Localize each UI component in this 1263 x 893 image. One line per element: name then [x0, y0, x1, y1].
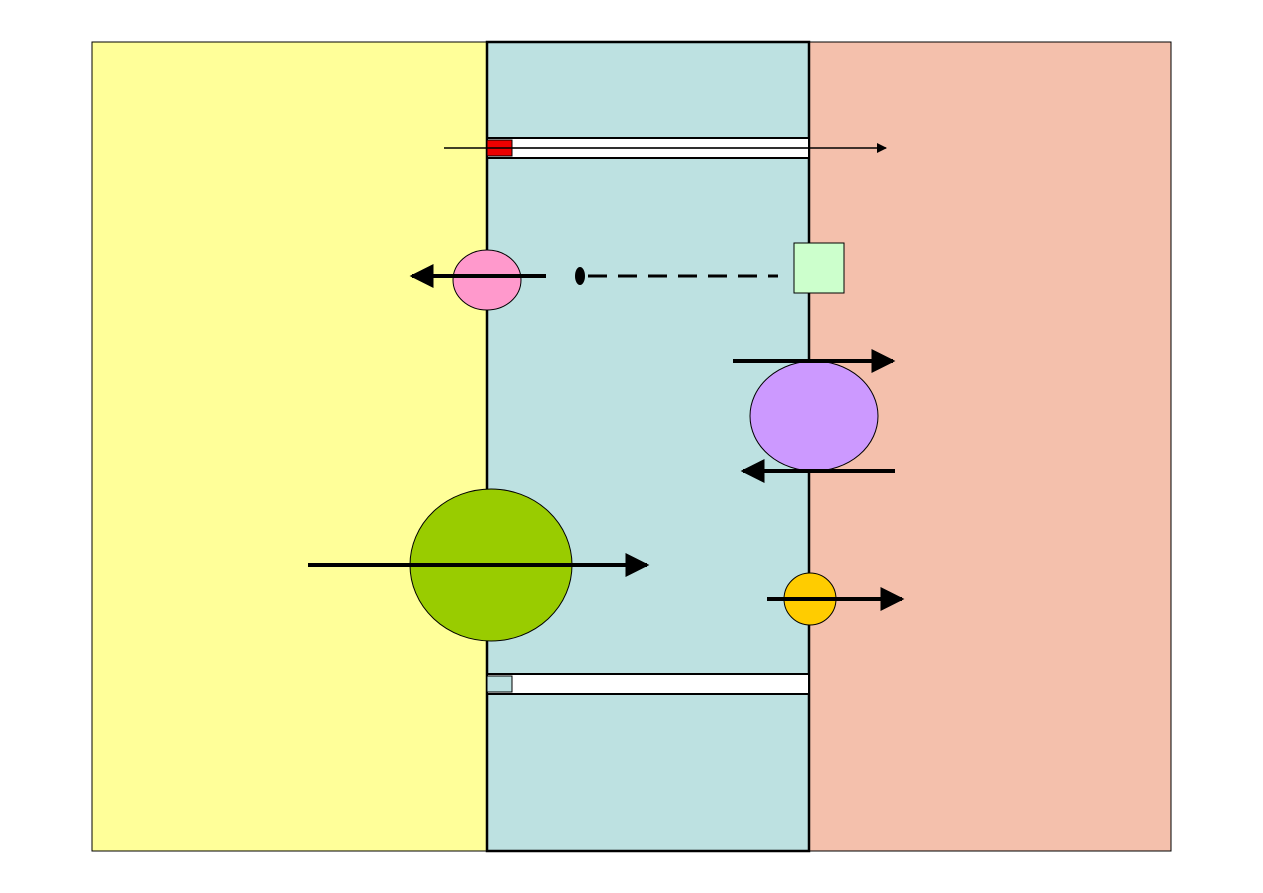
pink-transporter-group [409, 249, 546, 311]
green-receptor [793, 242, 845, 294]
bottom-junction-marker [486, 675, 513, 693]
yellow-transporter-group [767, 572, 905, 626]
receptor-link-group [575, 242, 845, 294]
green-channel-group [308, 488, 650, 642]
middle-region [485, 40, 811, 853]
bottom-junction [486, 673, 810, 695]
purple-exchanger-group [733, 349, 896, 483]
link-start-dot [575, 267, 585, 285]
purple-exchanger [749, 360, 879, 472]
bottom-junction-band [486, 673, 810, 695]
right-region [808, 41, 1172, 852]
pink-transporter [452, 249, 522, 311]
top-junction [444, 137, 887, 159]
left-region [91, 41, 488, 852]
